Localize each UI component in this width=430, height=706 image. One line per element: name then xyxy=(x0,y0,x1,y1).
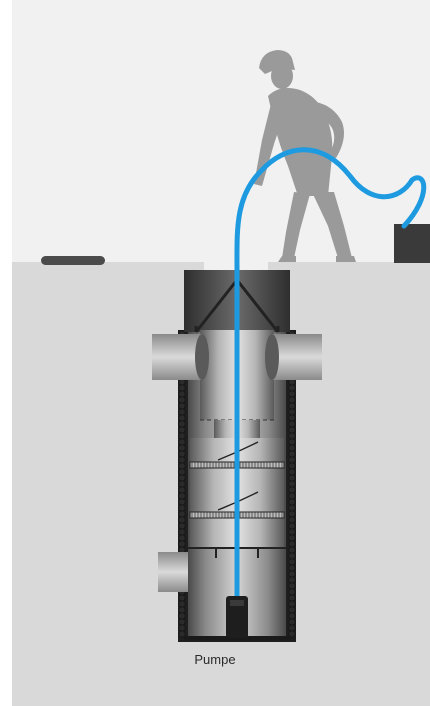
corrugation-rib xyxy=(178,600,186,608)
corrugation-rib xyxy=(178,384,186,392)
corrugation-rib xyxy=(288,390,296,398)
corrugation-rib xyxy=(288,552,296,560)
corrugation-rib xyxy=(178,462,186,470)
corrugation-rib xyxy=(288,420,296,428)
pump-hose xyxy=(234,147,427,599)
corrugation-rib xyxy=(178,432,186,440)
corrugation-rib xyxy=(288,468,296,476)
corrugation-rib xyxy=(178,480,186,488)
corrugation-rib xyxy=(178,468,186,476)
corrugation-rib xyxy=(178,504,186,512)
corrugation-rib xyxy=(288,432,296,440)
corrugation-rib xyxy=(288,564,296,572)
corrugation-rib xyxy=(178,510,186,518)
corrugation-rib xyxy=(288,516,296,524)
corrugation-rib xyxy=(288,504,296,512)
corrugation-rib xyxy=(288,540,296,548)
corrugation-rib xyxy=(288,396,296,404)
corrugation-rib xyxy=(178,528,186,536)
corrugation-rib xyxy=(288,546,296,554)
corrugation-rib xyxy=(178,450,186,458)
corrugation-rib xyxy=(178,624,186,632)
inlet-pipe-left xyxy=(152,334,209,380)
corrugation-rib xyxy=(288,444,296,452)
corrugation-rib xyxy=(178,426,186,434)
corrugation-rib xyxy=(288,498,296,506)
corrugation-rib xyxy=(178,540,186,548)
corrugation-rib xyxy=(288,450,296,458)
submersible-pump-icon xyxy=(226,596,248,638)
corrugation-rib xyxy=(178,408,186,416)
corrugation-rib xyxy=(288,438,296,446)
corrugation-rib xyxy=(288,630,296,638)
corrugation-rib xyxy=(178,630,186,638)
corrugation-rib xyxy=(288,474,296,482)
corrugation-rib xyxy=(178,612,186,620)
corrugation-rib xyxy=(288,480,296,488)
corrugation-rib xyxy=(288,456,296,464)
corrugation-rib xyxy=(288,576,296,584)
corrugation-rib xyxy=(178,474,186,482)
corrugation-rib xyxy=(178,390,186,398)
corrugation-rib xyxy=(178,438,186,446)
corrugation-rib xyxy=(178,606,186,614)
corrugation-rib xyxy=(288,582,296,590)
corrugation-rib xyxy=(178,618,186,626)
corrugation-rib xyxy=(178,492,186,500)
corrugation-rib xyxy=(288,624,296,632)
corrugation-rib xyxy=(288,534,296,542)
corrugation-rib xyxy=(178,396,186,404)
corrugation-rib xyxy=(178,516,186,524)
corrugation-rib xyxy=(288,384,296,392)
corrugation-rib xyxy=(288,414,296,422)
pump-control-box-icon xyxy=(394,224,430,263)
manhole-cover-icon xyxy=(41,256,105,265)
corrugation-rib xyxy=(178,486,186,494)
corrugation-rib xyxy=(288,570,296,578)
corrugation-rib xyxy=(288,462,296,470)
corrugation-rib xyxy=(288,594,296,602)
corrugation-rib xyxy=(288,402,296,410)
corrugation-rib xyxy=(178,420,186,428)
corrugation-rib xyxy=(178,522,186,530)
corrugation-rib xyxy=(288,528,296,536)
corrugation-rib xyxy=(288,486,296,494)
corrugation-rib xyxy=(288,522,296,530)
corrugation-rib xyxy=(288,612,296,620)
corrugation-rib xyxy=(178,498,186,506)
corrugation-rib xyxy=(288,510,296,518)
corrugation-rib xyxy=(178,444,186,452)
corrugation-rib xyxy=(288,606,296,614)
corrugation-rib xyxy=(178,402,186,410)
corrugation-rib xyxy=(288,600,296,608)
corrugation-rib xyxy=(288,408,296,416)
outlet-pipe-right xyxy=(265,334,322,380)
corrugation-rib xyxy=(178,594,186,602)
corrugation-rib xyxy=(288,492,296,500)
corrugation-rib xyxy=(178,534,186,542)
corrugation-rib xyxy=(178,456,186,464)
pump-label: Pumpe xyxy=(194,652,236,667)
sky-background xyxy=(12,0,430,262)
corrugation-rib xyxy=(178,414,186,422)
worker-silhouette-icon xyxy=(254,50,356,262)
corrugation-rib xyxy=(288,426,296,434)
corrugation-rib xyxy=(288,588,296,596)
corrugation-rib xyxy=(288,558,296,566)
corrugation-rib xyxy=(288,618,296,626)
